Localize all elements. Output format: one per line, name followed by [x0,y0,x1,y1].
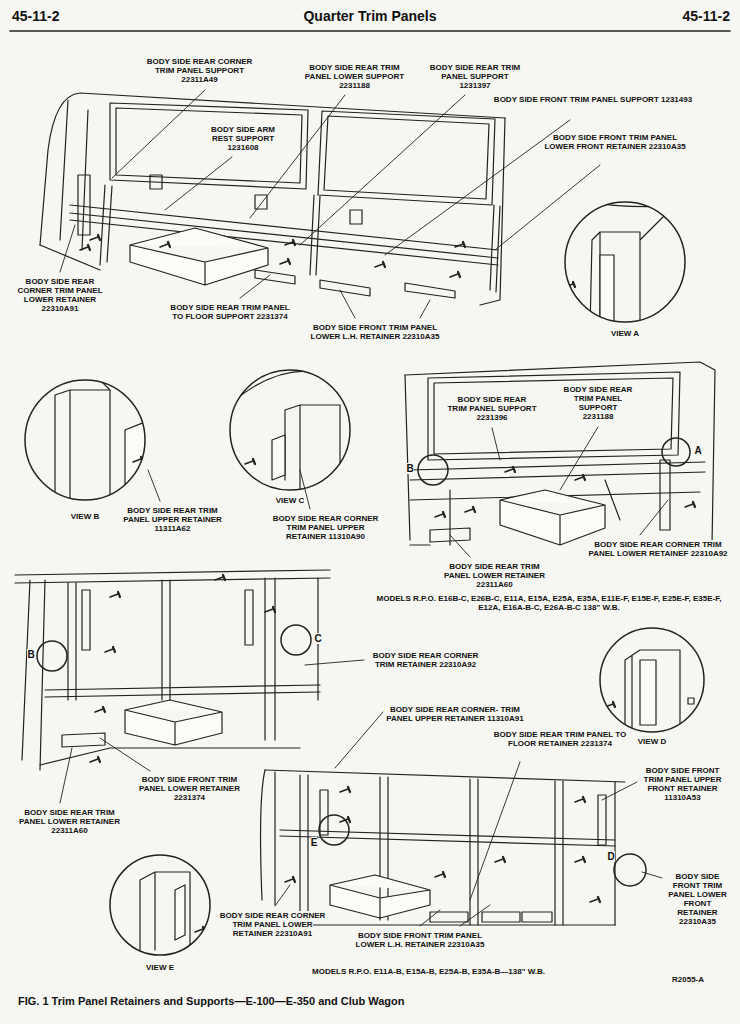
label-box: BODY SIDE FRONT TRIM PANEL LOWER RETAINE… [132,775,247,802]
view-c-detail [230,370,350,490]
part-callout: MODELS R.P.O. E16B-C, E26B-C, E11A, E15A… [377,594,722,612]
view-label: VIEW B [71,512,99,521]
view-letter: A [694,445,701,456]
label-box: BODY SIDE REAR TRIM PANEL LOWER RETAINER… [12,808,127,835]
view-label: VIEW E [146,963,174,972]
leader-lines [60,90,668,926]
view-a-detail [565,200,690,330]
part-callout: BODY SIDE FRONT TRIM PANEL UPPER FRONT R… [644,766,722,802]
part-callout: BODY SIDE FRONT TRIM PANEL LOWER RETAINE… [139,775,240,802]
part-callout: MODELS R.P.O. E11A-B, E15A-B, E25A-B, E3… [312,967,545,976]
label-box: BODY SIDE FRONT TRIM PANEL SUPPORT 12314… [488,95,698,104]
part-callout: BODY SIDE REAR TRIM PANEL UPPER RETAINER… [123,506,222,533]
label-box: BODY SIDE FRONT TRIM PANEL LOWER FRONT R… [665,872,730,926]
part-callout: BODY SIDE REAR TRIM PANEL LOWER SUPPORT … [305,63,404,90]
van-wall-figure-3 [15,570,330,770]
view-label: VIEW C [276,496,304,505]
view-letter: D [607,851,614,862]
view-letter: C [314,633,321,644]
label-box: B [405,464,415,474]
label-box: D [606,852,616,862]
part-callout: BODY SIDE FRONT TRIM PANEL LOWER L.H. RE… [356,931,485,949]
label-box: MODELS R.P.O. E16B-C, E26B-C, E11A, E15A… [374,594,724,612]
label-box: BODY SIDE REAR TRIM PANEL LOWER RETAINER… [437,562,552,589]
part-callout: BODY SIDE REAR TRIM PANEL SUPPORT 123139… [430,63,521,90]
part-callout: BODY SIDE ARM REST SUPPORT 1231608 [211,125,275,152]
label-box: E [309,838,319,848]
label-box: BODY SIDE FRONT TRIM PANEL UPPER FRONT R… [640,766,725,802]
label-box: A [693,446,703,456]
label-box: BODY SIDE REAR TRIM PANEL TO FLOOR RETAI… [490,730,630,748]
view-label: VIEW A [611,329,639,338]
label-box: BODY SIDE REAR TRIM PANEL SUPPORT 223118… [563,385,633,421]
label-box: 45-11-2 [668,8,730,24]
view-letter: E [311,837,318,848]
label-box: VIEW A [605,329,645,338]
van-wall-figure-4 [261,770,646,925]
label-box: BODY SIDE REAR CORNER TRIM PANEL UPPER R… [268,514,383,541]
view-b-detail [25,380,150,500]
label-box: BODY SIDE REAR TRIM PANEL UPPER RETAINER… [115,506,230,533]
part-callout: BODY SIDE REAR CORNER TRIM PANEL SUPPORT… [147,57,253,84]
part-callout: BODY SIDE REAR CORNER- TRIM PANEL UPPER … [386,705,523,723]
view-label: VIEW D [638,737,666,746]
page-number: 45-11-2 [12,8,59,24]
van-wall-figure-2 [405,362,715,545]
label-box: MODELS R.P.O. E11A-B, E15A-B, E25A-B, E3… [312,967,642,976]
label-box: VIEW D [632,737,672,746]
label-box: 45-11-2 [12,8,82,24]
header-rule [10,30,730,32]
label-box: BODY SIDE REAR TRIM PANEL TO FLOOR SUPPO… [170,303,290,321]
page-title: Quarter Trim Panels [303,8,436,24]
part-callout: BODY SIDE REAR TRIM PANEL SUPPORT 223118… [564,385,633,421]
part-callout: BODY SIDE FRONT TRIM PANEL LOWER L.H. RE… [311,323,440,341]
label-box: FIG. 1 Trim Panel Retainers and Supports… [18,995,718,1008]
part-callout: BODY SIDE FRONT TRIM PANEL LOWER FRONT R… [544,133,685,151]
label-box: BODY SIDE FRONT TRIM PANEL LOWER L.H. RE… [300,323,450,341]
part-callout: BODY SIDE REAR CORNER TRIM PANEL UPPER R… [273,514,379,541]
label-box: B [26,650,36,660]
label-box: BODY SIDE REAR TRIM PANEL SUPPORT 123139… [425,63,525,90]
part-callout: BODY SIDE REAR TRIM PANEL LOWER RETAINER… [444,562,545,589]
figure-caption: FIG. 1 Trim Panel Retainers and Supports… [18,995,405,1007]
label-box: BODY SIDE REAR CORNER- TRIM PANEL UPPER … [385,705,525,723]
label-box: BODY SIDE REAR TRIM PANEL LOWER SUPPORT … [302,63,407,90]
part-callout: BODY SIDE FRONT TRIM PANEL SUPPORT 12314… [494,95,692,104]
label-box: C [313,634,323,644]
view-e-detail [110,855,210,955]
part-callout: BODY SIDE FRONT TRIM PANEL LOWER FRONT R… [668,872,726,926]
part-callout: BODY SIDE REAR TRIM PANEL SUPPORT 223139… [447,395,536,422]
label-box: VIEW C [270,496,310,505]
label-box: Quarter Trim Panels [260,8,480,24]
van-wall-figure-1 [40,93,505,305]
view-letter: B [406,463,413,474]
label-box: R2055-A [672,975,722,984]
part-callout: BODY SIDE REAR CORNER TRIM PANEL LOWER R… [220,911,326,938]
label-box: VIEW B [65,512,105,521]
label-box: BODY SIDE REAR CORNER TRIM PANEL LOWER R… [15,277,105,313]
view-d-detail [600,628,704,732]
part-callout: R2055-A [672,975,704,984]
part-callout: BODY SIDE REAR CORNER TRIM PANEL LOWER R… [17,277,102,313]
part-callout: BODY SIDE REAR CORNER TRIM PANEL LOWER R… [588,540,727,558]
view-letter: B [27,649,34,660]
label-box: BODY SIDE ARM REST SUPPORT 1231608 [208,125,278,152]
label-box: BODY SIDE REAR CORNER TRIM PANEL SUPPORT… [142,57,257,84]
part-callout: BODY SIDE REAR CORNER TRIM RETAINER 2231… [373,651,479,669]
part-callout: BODY SIDE REAR TRIM PANEL LOWER RETAINER… [19,808,120,835]
label-box: BODY SIDE FRONT TRIM PANEL LOWER FRONT R… [540,133,690,151]
part-callout: BODY SIDE REAR TRIM PANEL TO FLOOR SUPPO… [170,303,289,321]
label-box: VIEW E [140,963,180,972]
label-box: BODY SIDE REAR CORNER TRIM PANEL LOWER R… [583,540,733,558]
label-box: BODY SIDE REAR CORNER TRIM PANEL LOWER R… [215,911,330,938]
label-box: BODY SIDE REAR TRIM PANEL SUPPORT 223139… [447,395,537,422]
label-box: BODY SIDE REAR CORNER TRIM RETAINER 2231… [368,651,483,669]
page-number: 45-11-2 [683,8,730,24]
part-callout: BODY SIDE REAR TRIM PANEL TO FLOOR RETAI… [494,730,626,748]
label-box: BODY SIDE FRONT TRIM PANEL LOWER L.H. RE… [345,931,495,949]
